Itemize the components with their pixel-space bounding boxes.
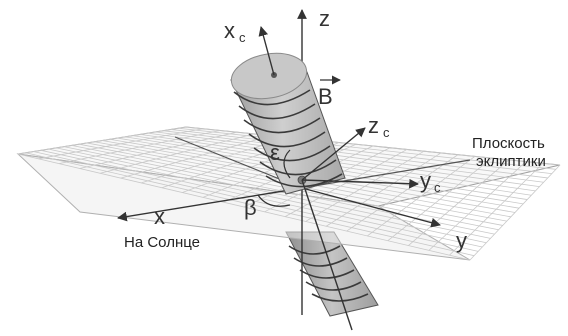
svg-text:x: x xyxy=(224,18,235,43)
grid-line xyxy=(449,162,544,256)
yc-axis xyxy=(301,178,419,189)
grid-line xyxy=(367,156,476,237)
grid-line xyxy=(469,164,561,261)
grid-line xyxy=(33,151,479,252)
plane-label-line1: Плоскость xyxy=(472,135,545,152)
xc-axis xyxy=(258,26,275,76)
yc-label: y c xyxy=(420,168,441,195)
vector-b-label: B xyxy=(318,84,333,109)
zc-axis xyxy=(301,127,366,181)
xc-axis-lower xyxy=(301,179,353,331)
plane-label-line2: эклиптики xyxy=(476,153,546,170)
grid-line xyxy=(428,161,527,251)
grid-line xyxy=(48,148,487,244)
beta-label: β xyxy=(244,195,257,220)
angle-arcs xyxy=(257,149,291,207)
beta-arc xyxy=(257,194,291,207)
zc-label: z c xyxy=(368,113,390,140)
svg-text:c: c xyxy=(383,125,390,140)
grid-line xyxy=(63,146,495,235)
grid-line xyxy=(387,157,493,242)
sun-direction-label: На Солнце xyxy=(124,234,200,251)
grid-line xyxy=(305,150,425,222)
svg-text:c: c xyxy=(239,30,246,45)
grid-line xyxy=(284,149,408,217)
vector-b: B xyxy=(318,75,341,109)
epsilon-arc xyxy=(283,149,291,179)
x-axis xyxy=(117,187,303,222)
svg-text:y: y xyxy=(420,168,431,193)
xc-label: x c xyxy=(224,18,246,45)
body-axes-group xyxy=(258,26,419,331)
grid-line xyxy=(408,159,510,246)
y-axis xyxy=(301,187,441,228)
grid-line xyxy=(17,153,471,261)
svg-text:c: c xyxy=(434,180,441,195)
z-axis-label: z xyxy=(319,6,330,31)
coil-lower xyxy=(288,245,369,302)
x-axis-label: x xyxy=(154,204,165,229)
coil-upper xyxy=(233,89,343,188)
grid-line xyxy=(346,154,459,232)
y-axis-label: y xyxy=(456,228,467,253)
epsilon-label: ε xyxy=(270,140,280,165)
grid-line xyxy=(325,152,442,227)
plane-crossline-b xyxy=(301,159,471,189)
svg-text:z: z xyxy=(368,113,379,138)
grid-line xyxy=(25,152,475,257)
cylinder-top-cap xyxy=(230,52,308,100)
